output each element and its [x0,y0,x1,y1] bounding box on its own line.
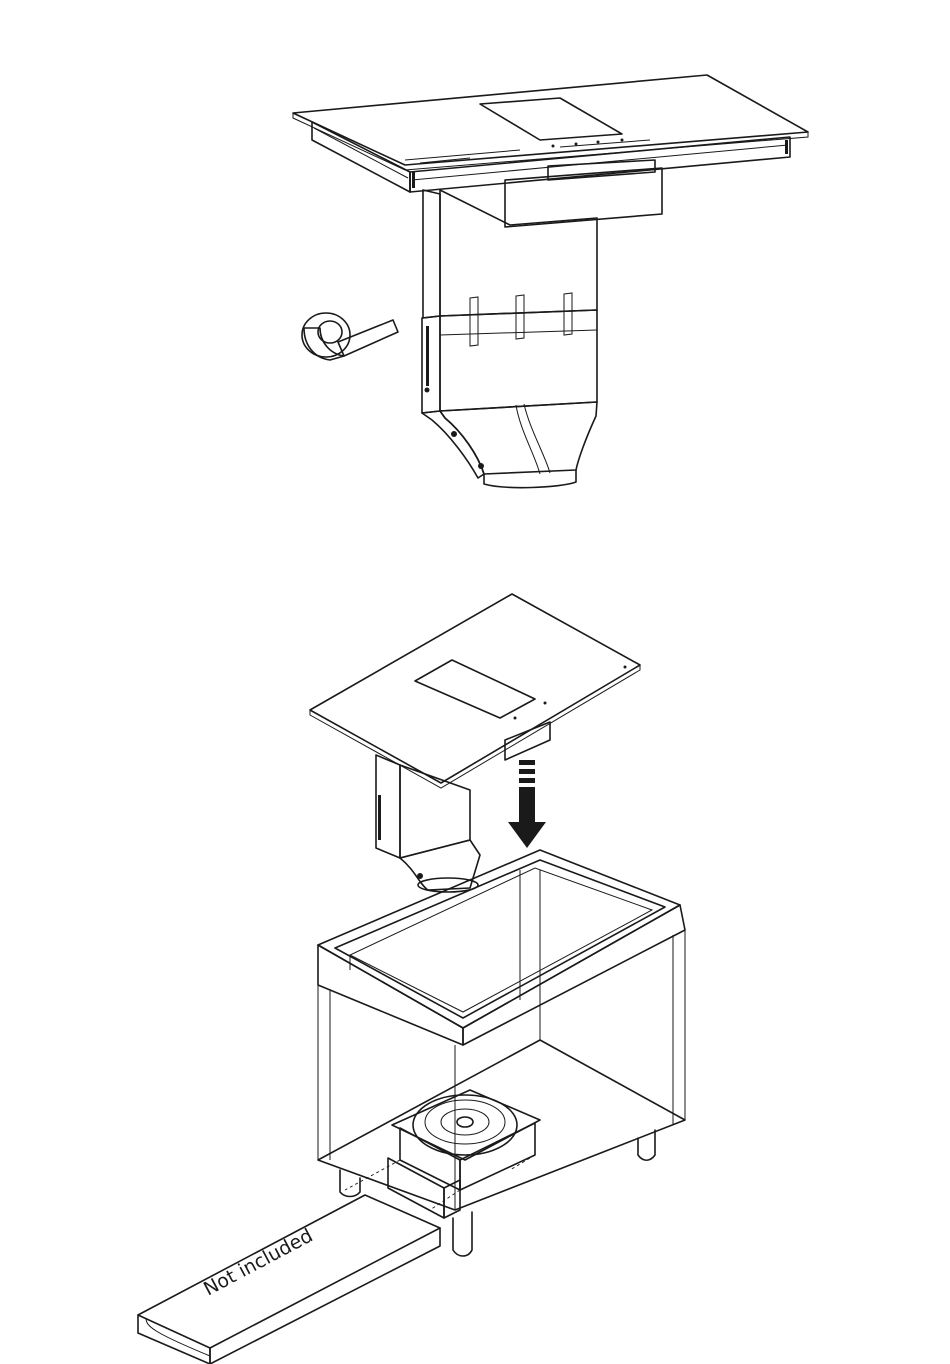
not-included-label: Not included [200,1225,316,1301]
cabinet-floor [318,1040,685,1210]
duct-outlet [422,402,597,488]
tape-strips [470,293,572,346]
step-1-assembly [293,75,808,488]
hob-glass-top-2 [310,594,640,783]
hob-step1 [293,75,808,227]
step-2-assembly: Not included [138,594,685,1364]
flat-duct: Not included [138,1195,440,1364]
duct-column [423,190,597,318]
down-arrow-icon [508,760,546,848]
extraction-window [480,98,622,140]
extraction-window-2 [415,660,535,718]
telescopic-panel [422,293,597,413]
adhesive-tape-roll-icon [302,313,398,360]
base-cabinet [318,850,685,1256]
hob-step2 [310,594,640,892]
